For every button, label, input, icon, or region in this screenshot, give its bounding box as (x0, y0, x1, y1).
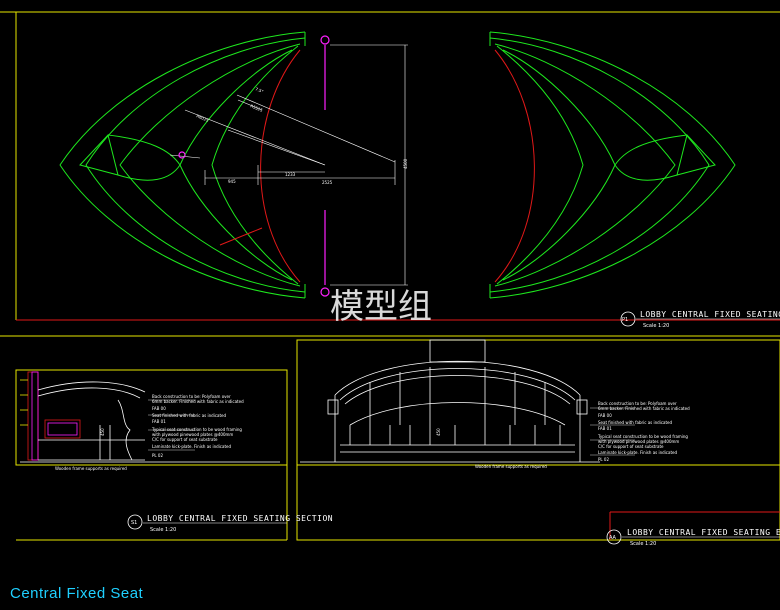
section-note-1: Back construction to be: Polyfoam over (152, 394, 231, 399)
dim-4500: 4500 (403, 158, 408, 169)
plan-left-red-arc (219, 49, 301, 283)
elevation-note-7: with plywood pinewood plates @400mm (598, 439, 679, 444)
elevation-dim: 450 (436, 428, 441, 436)
section-note-7: with plywood pinewood plates @400mm (152, 432, 233, 437)
section-footnote: Wooden frame supports as required (55, 466, 127, 471)
section-drawing (20, 371, 280, 463)
drawing-caption: Central Fixed Seat (10, 585, 144, 602)
elevation-scale: Scale 1:20 (630, 541, 656, 547)
elevation-note-2: 6mm backer. Finished with fabric as indi… (598, 406, 690, 411)
section-note-5: FAB 01 (152, 419, 166, 424)
dim-angle: 7.5° (255, 86, 265, 94)
elevation-note-3: FAB 00 (598, 413, 612, 418)
section-note-10: PL 02 (152, 453, 163, 458)
plan-title: LOBBY CENTRAL FIXED SEATING (640, 310, 780, 319)
section-note-3: FAB 00 (152, 406, 166, 411)
elevation-tag: AA (609, 535, 617, 541)
dim-2525: 2525 (322, 180, 333, 185)
section-note-6: Typical seat construction to be wood fra… (151, 427, 242, 432)
dim-r6025: R6025 (196, 113, 210, 123)
elevation-note-10: PL 02 (598, 457, 609, 462)
section-title: LOBBY CENTRAL FIXED SEATING SECTION (147, 514, 333, 523)
plan-left-seat (59, 31, 306, 299)
dim-945: 945 (228, 179, 236, 184)
elevation-note-9: Laminate kick-plate. Finish as indicated (598, 450, 677, 455)
elevation-notes: Back construction to be: Polyfoam over 6… (436, 401, 690, 469)
dim-r5525: R5525 (250, 103, 264, 113)
plan-scale: Scale 1:20 (643, 323, 669, 329)
section-note-9: Laminate kick-plate. Finish as indicated (152, 444, 231, 449)
section-tag: S1 (131, 520, 137, 526)
section-notes: Back construction to be: Polyfoam over 6… (55, 394, 244, 471)
elevation-drawing (300, 339, 635, 463)
plan-dimension-lines (169, 44, 408, 286)
elevation-note-5: FAB 01 (598, 426, 612, 431)
elevation-note-6: Typical seat construction to be wood fra… (597, 434, 688, 439)
plan-dimension-text: 945 1233 2525 4500 R5525 R6025 7.5° (196, 86, 408, 185)
section-note-2: 6mm backer. Finished with fabric as indi… (152, 399, 244, 404)
section-scale: Scale 1:20 (150, 527, 176, 533)
plan-tag: P1 (622, 317, 628, 323)
section-dim: 450 (100, 428, 105, 436)
sheet-frames (0, 11, 780, 541)
elevation-note-8: C/C for support of seat substrate (598, 444, 664, 449)
watermark: 模型组 (330, 287, 432, 327)
elevation-footnote: Wooden frame supports as required (475, 464, 547, 469)
section-title-block: S1 LOBBY CENTRAL FIXED SEATING SECTION S… (127, 514, 333, 533)
plan-right-red-arc (494, 49, 535, 283)
elevation-title-block: AA LOBBY CENTRAL FIXED SEATING ELE Scale… (606, 528, 780, 547)
plan-centre-axis (178, 35, 330, 297)
section-note-8: C/C for support of seat substrate (152, 437, 218, 442)
dim-1233: 1233 (285, 172, 296, 177)
plan-right-seat (489, 31, 736, 299)
elevation-title: LOBBY CENTRAL FIXED SEATING ELE (627, 528, 780, 537)
section-note-4: Seat finished with fabric as indicated (152, 413, 227, 418)
elevation-note-1: Back construction to be: Polyfoam over (598, 401, 677, 406)
elevation-note-4: Seat finished with fabric as indicated (598, 420, 673, 425)
plan-title-block: P1 LOBBY CENTRAL FIXED SEATING Scale 1:2… (620, 310, 780, 329)
